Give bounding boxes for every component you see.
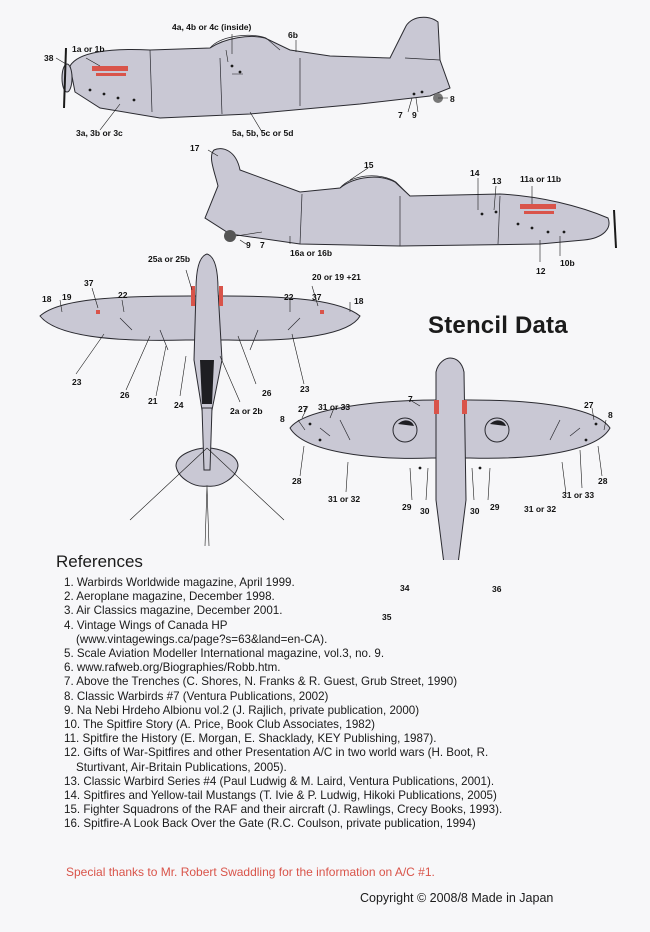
callout-9: 9 — [412, 110, 417, 120]
callout-7-bottom: 7 — [408, 394, 413, 404]
callout-12: 12 — [536, 266, 546, 276]
list-item: 5. Scale Aviation Modeller International… — [64, 647, 385, 661]
callout-31-32-right: 31 or 32 — [524, 504, 557, 514]
callout-30-left: 30 — [420, 506, 430, 516]
callout-25ab: 25a or 25b — [148, 254, 191, 264]
callout-2ab: 2a or 2b — [230, 406, 263, 416]
callout-7: 7 — [398, 110, 403, 120]
callout-24: 24 — [174, 400, 184, 410]
callout-22-right: 22 — [284, 292, 294, 302]
list-item: 4. Vintage Wings of Canada HP(www.vintag… — [64, 618, 328, 646]
callout-7b: 7 — [260, 240, 265, 250]
list-item: 8. Classic Warbirds #7 (Ventura Publicat… — [64, 689, 329, 703]
list-item: 12. Gifts of War-Spitfires and other Pre… — [64, 746, 489, 774]
copyright-line: Copyright © 2008/8 Made in Japan — [360, 891, 554, 905]
callout-21: 21 — [148, 396, 158, 406]
plan-view-upper-surface — [39, 253, 361, 547]
list-item: 15. Fighter Squadrons of the RAF and the… — [64, 803, 503, 817]
list-item: 13. Classic Warbird Series #4 (Paul Ludw… — [64, 774, 495, 788]
acknowledgement-note: Special thanks to Mr. Robert Swaddling f… — [66, 865, 435, 879]
callout-14: 14 — [470, 168, 480, 178]
callout-11ab: 11a or 11b — [520, 174, 562, 184]
callout-9b: 9 — [246, 240, 251, 250]
callout-28-right: 28 — [598, 476, 608, 486]
callout-26-left: 26 — [120, 390, 130, 400]
callout-8-left: 8 — [280, 414, 285, 424]
callout-18-left: 18 — [42, 294, 52, 304]
callout-22-left: 22 — [118, 290, 128, 300]
callout-27-left: 27 — [298, 404, 308, 414]
callout-8-right: 8 — [608, 410, 613, 420]
callout-34: 34 — [400, 583, 410, 593]
callout-29-right: 29 — [490, 502, 500, 512]
callout-38: 38 — [44, 53, 54, 63]
list-item: 10. The Spitfire Story (A. Price, Book C… — [64, 718, 376, 732]
callout-29-left: 29 — [402, 502, 412, 512]
references-list: 1. Warbirds Worldwide magazine, April 19… — [64, 576, 624, 832]
callout-37-left: 37 — [84, 278, 94, 288]
callout-28-left: 28 — [292, 476, 302, 486]
list-item: 1. Warbirds Worldwide magazine, April 19… — [64, 576, 295, 589]
callout-31-32-left: 31 or 32 — [328, 494, 361, 504]
callout-23-left: 23 — [72, 377, 82, 387]
callout-23-right: 23 — [300, 384, 310, 394]
list-item: 6. www.rafweb.org/Biographies/Robb.htm. — [64, 661, 281, 675]
callout-8: 8 — [450, 94, 455, 104]
aircraft-drawings: .air { fill: #c9c8d4; stroke: #2a2a30; s… — [39, 16, 617, 560]
list-item: 9. Na Nebi Hrdeho Albionu vol.2 (J. Rajl… — [64, 703, 420, 717]
list-item: 14. Spitfires and Yellow-tail Mustangs (… — [64, 789, 497, 803]
list-item: 3. Air Classics magazine, December 2001. — [64, 604, 283, 618]
callout-3abc: 3a, 3b or 3c — [76, 128, 123, 138]
callout-4abc: 4a, 4b or 4c (inside) — [172, 22, 252, 32]
callout-10b: 10b — [560, 258, 575, 268]
callout-37-right: 37 — [312, 292, 322, 302]
callout-27-right: 27 — [584, 400, 594, 410]
list-item: 11. Spitfire the History (E. Morgan, E. … — [64, 732, 437, 746]
page-title: Stencil Data — [428, 312, 568, 339]
plan-view-lower-surface — [289, 357, 611, 560]
list-item: 7. Above the Trenches (C. Shores, N. Fra… — [64, 675, 458, 689]
side-view-left-profile — [55, 16, 451, 133]
list-item: 2. Aeroplane magazine, December 1998. — [64, 590, 275, 604]
callout-19-left: 19 — [62, 292, 72, 302]
callout-17: 17 — [190, 143, 200, 153]
callout-26-right: 26 — [262, 388, 272, 398]
callout-15: 15 — [364, 160, 374, 170]
callout-31-33-right: 31 or 33 — [562, 490, 595, 500]
callout-5abcd: 5a, 5b, 5c or 5d — [232, 128, 294, 138]
list-item: 16. Spitfire-A Look Back Over the Gate (… — [64, 817, 476, 831]
callout-6b: 6b — [288, 30, 298, 40]
callout-1ab: 1a or 1b — [72, 44, 105, 54]
callout-30-right: 30 — [470, 506, 480, 516]
callout-18-right: 18 — [354, 296, 364, 306]
references-heading: References — [56, 552, 143, 571]
callout-20-19-21: 20 or 19 +21 — [312, 272, 361, 282]
callout-35: 35 — [382, 612, 392, 622]
callout-13: 13 — [492, 176, 502, 186]
callout-31-33-left: 31 or 33 — [318, 402, 351, 412]
side-view-right-profile — [204, 148, 617, 262]
callout-16ab: 16a or 16b — [290, 248, 333, 258]
callout-36: 36 — [492, 584, 502, 594]
